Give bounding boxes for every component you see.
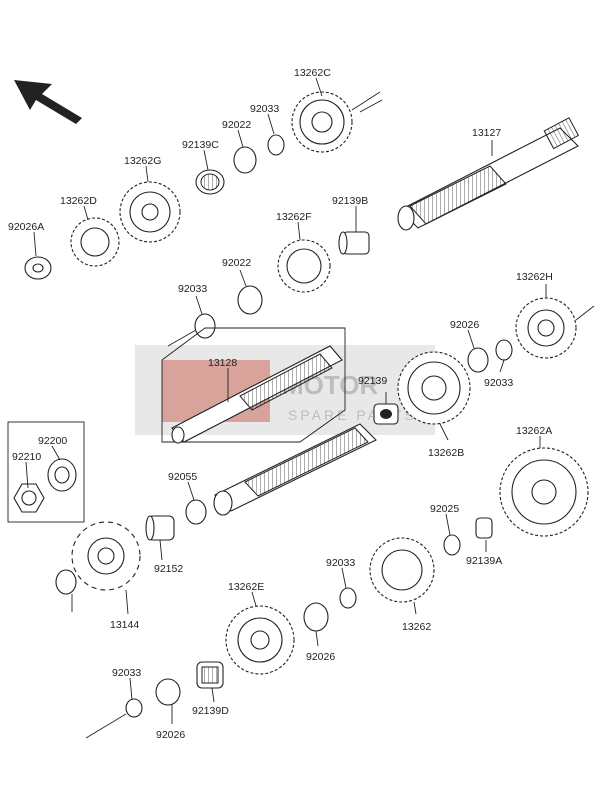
label-13262: 13262 <box>402 621 431 633</box>
label-92026-bottom: 92026 <box>156 729 185 741</box>
label-92033-bottom: 92033 <box>112 667 141 679</box>
washer-92026-low <box>303 602 329 632</box>
output-shaft-13127 <box>397 117 580 231</box>
label-92210: 92210 <box>12 451 41 463</box>
label-92055: 92055 <box>168 471 197 483</box>
washer-92025 <box>443 534 461 556</box>
label-92026A: 92026A <box>8 221 44 233</box>
gear-13262A <box>499 447 589 537</box>
label-13144: 13144 <box>110 619 139 631</box>
gear-13262F <box>277 239 331 293</box>
label-13128: 13128 <box>208 357 237 369</box>
washer-92026-bottom <box>155 678 181 706</box>
bearing-92139C <box>195 169 225 195</box>
label-92033-top: 92033 <box>250 103 279 115</box>
sprocket-13144 <box>71 521 141 591</box>
label-92026-low: 92026 <box>306 651 335 663</box>
washer-92026-right <box>467 347 489 373</box>
label-92152: 92152 <box>154 563 183 575</box>
shaft-13128-box <box>161 327 346 444</box>
label-13262C: 13262C <box>294 67 331 79</box>
nut-box <box>7 421 85 523</box>
label-92139D: 92139D <box>192 705 229 717</box>
bearing-92139A <box>475 517 493 539</box>
gear-13262B <box>397 351 471 425</box>
label-92139C: 92139C <box>182 139 219 151</box>
leader-lines <box>25 77 547 724</box>
label-92025: 92025 <box>430 503 459 515</box>
label-92033-right: 92033 <box>484 377 513 389</box>
label-92022-mid: 92022 <box>222 257 251 269</box>
input-shaft <box>213 423 377 516</box>
ring-92033-mid <box>194 313 216 339</box>
front-direction-arrow <box>14 80 82 124</box>
label-92139: 92139 <box>358 375 387 387</box>
label-92139A: 92139A <box>466 555 502 567</box>
gear-13262 <box>369 537 435 603</box>
label-92139B: 92139B <box>332 195 368 207</box>
circlip-lower-left <box>55 569 77 595</box>
gear-13262E <box>225 605 295 675</box>
ring-92033-top <box>267 134 285 156</box>
bearing-92139 <box>373 403 399 425</box>
gear-13262C <box>291 91 353 153</box>
label-92033-mid: 92033 <box>178 283 207 295</box>
label-13262A: 13262A <box>516 425 552 437</box>
ring-92033-right <box>495 339 513 361</box>
label-92200: 92200 <box>38 435 67 447</box>
gear-13262G <box>119 181 181 243</box>
ring-92033-bottom <box>125 698 143 718</box>
ring-92033-low <box>339 587 357 609</box>
collar-92152 <box>145 515 175 541</box>
label-13262D: 13262D <box>60 195 97 207</box>
label-92033-low: 92033 <box>326 557 355 569</box>
gear-13262D <box>70 217 120 267</box>
label-13262B: 13262B <box>428 447 464 459</box>
gear-13262H <box>515 297 577 359</box>
bearing-92139D <box>196 661 224 689</box>
label-13127: 13127 <box>472 127 501 139</box>
label-13262H: 13262H <box>516 271 553 283</box>
washer-92022-mid <box>237 285 263 315</box>
label-13262F: 13262F <box>276 211 312 223</box>
label-92026-right: 92026 <box>450 319 479 331</box>
o-ring-92055 <box>185 499 207 525</box>
bushing-92139B <box>338 231 370 255</box>
label-92022-top: 92022 <box>222 119 251 131</box>
label-13262G: 13262G <box>124 155 161 167</box>
label-13262E: 13262E <box>228 581 264 593</box>
part-labels: 13262C 92033 92022 92139C 13262G 13127 1… <box>8 67 553 741</box>
washer-92022-top <box>233 146 257 174</box>
